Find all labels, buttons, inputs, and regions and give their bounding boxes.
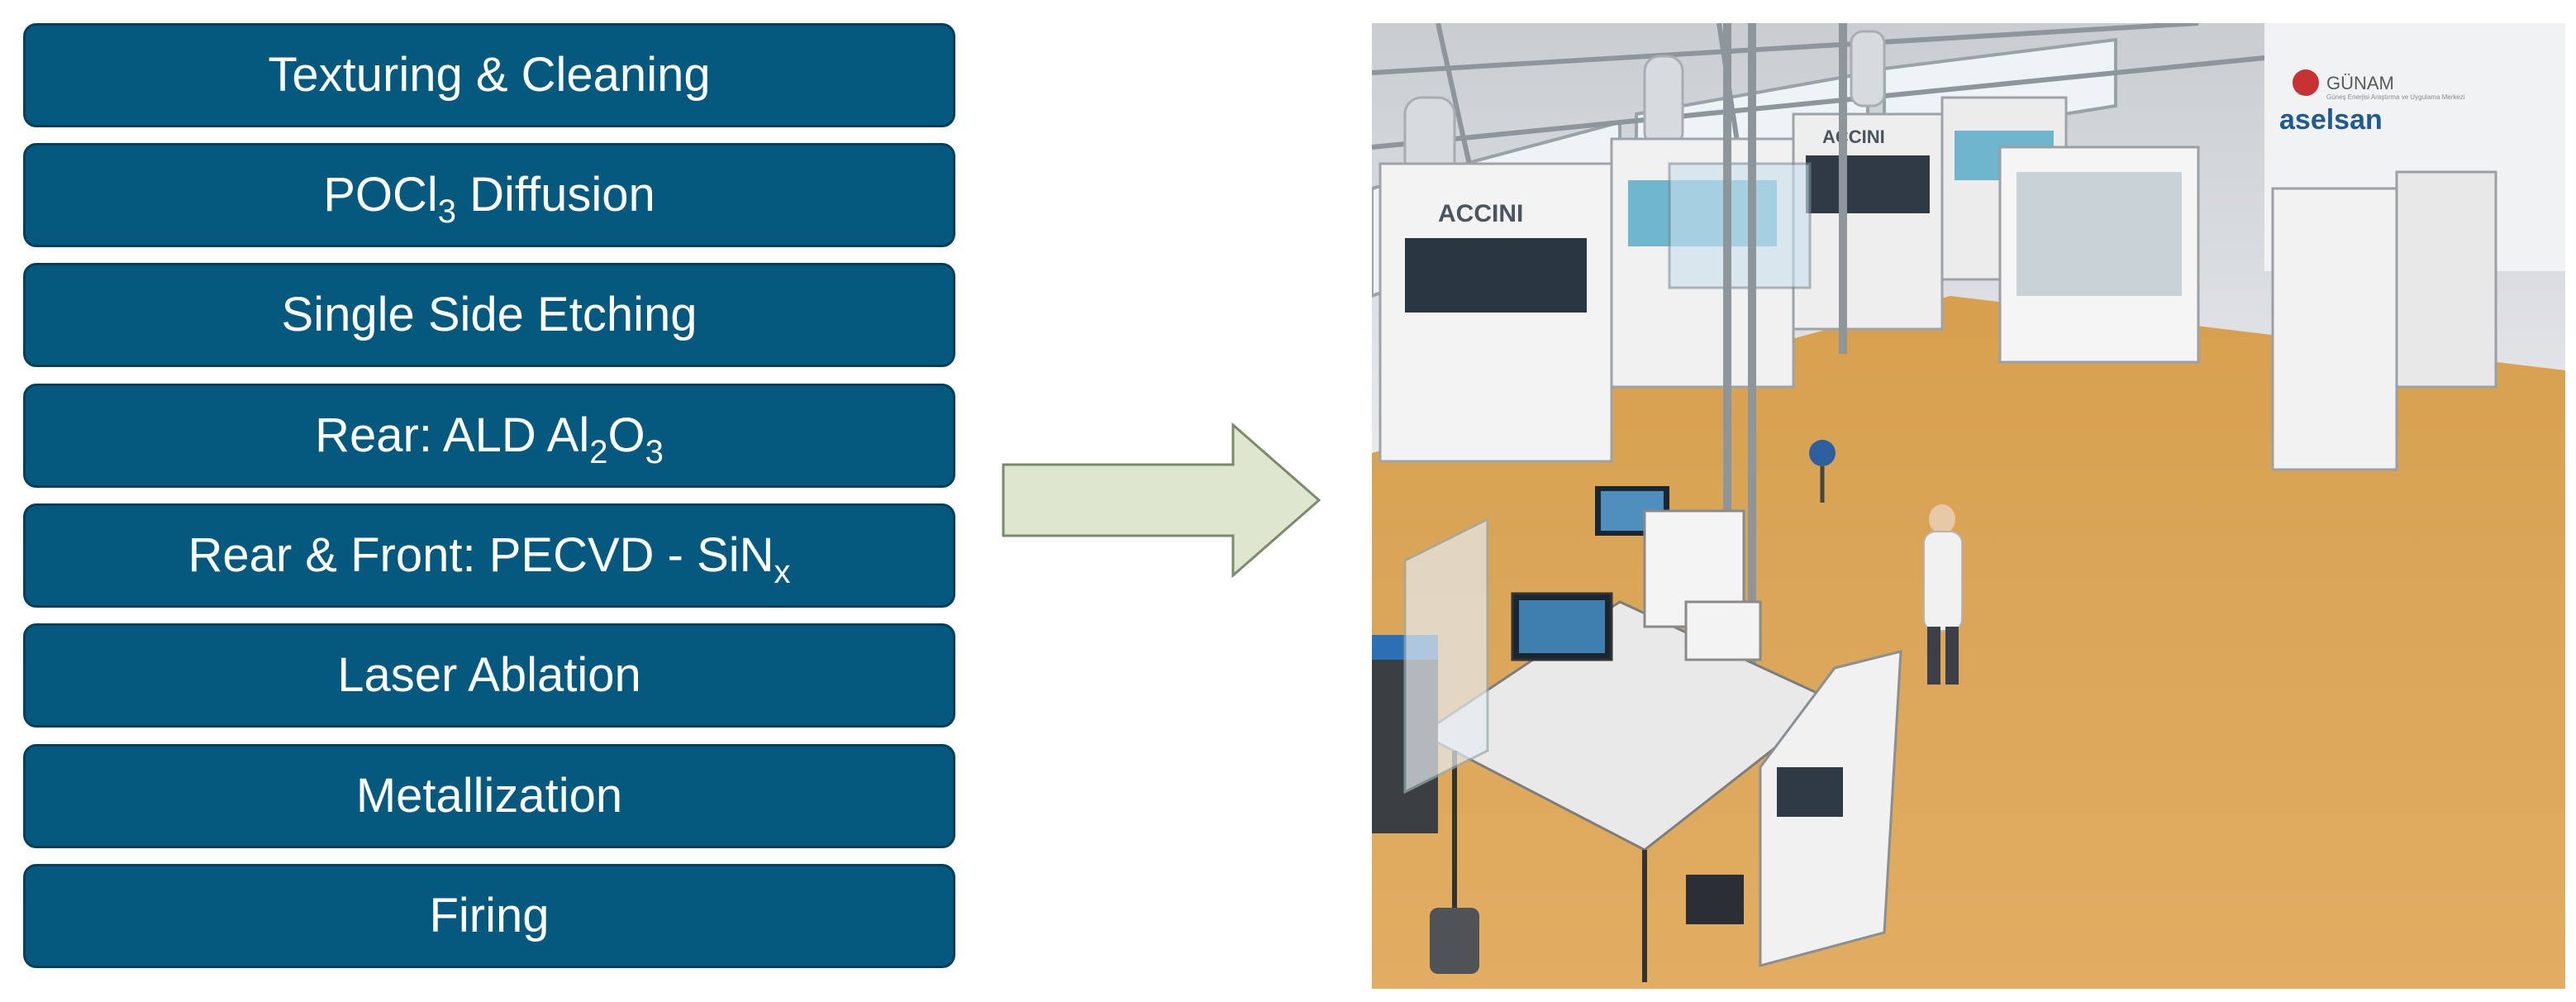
accini-machine-1: ACCINI [1378,162,1613,463]
right-arrow-icon [1002,422,1321,579]
step-label: Metallization [355,769,623,823]
machine-brand: ACCINI [1438,200,1523,227]
gunam-logo: GÜNAM [2326,73,2394,93]
step-rear-ald: Rear: ALD Al2O3 [23,384,955,488]
accini-machine-3: ACCINI [1792,112,1944,331]
process-steps: Texturing & Cleaning POCl3 Diffusion Sin… [0,0,959,1002]
step-label: POCl3 Diffusion [323,168,655,230]
step-firing: Firing [23,864,955,968]
step-label: Rear: ALD Al2O3 [315,408,664,470]
step-label: Laser Ablation [337,648,641,702]
gunam-tagline: Güneş Enerjisi Araştırma ve Uygulama Mer… [2326,93,2465,101]
step-metallization: Metallization [23,744,955,848]
machine-brand: ACCINI [1822,126,1885,147]
step-single-side-etching: Single Side Etching [23,263,955,367]
aselsan-logo: aselsan [2279,104,2383,136]
step-label: Firing [429,889,550,942]
process-tool [1998,146,2200,364]
step-texturing-cleaning: Texturing & Cleaning [23,23,955,127]
step-label: Texturing & Cleaning [268,48,711,102]
step-pocl3-diffusion: POCl3 Diffusion [23,143,955,247]
cleanroom-photo: GÜNAM Güneş Enerjisi Araştırma ve Uygula… [1372,23,2565,989]
operator-figure [1923,504,1963,685]
cleanroom-illustration: GÜNAM Güneş Enerjisi Araştırma ve Uygula… [1372,23,2565,989]
workbench [1419,486,1837,982]
step-laser-ablation: Laser Ablation [23,623,955,728]
furnace-line [1686,650,1902,967]
gunam-logo-mark [2293,69,2319,96]
step-pecvd-sinx: Rear & Front: PECVD - SiNx [23,503,955,608]
step-label: Single Side Etching [281,288,698,341]
step-label: Rear & Front: PECVD - SiNx [188,528,791,590]
